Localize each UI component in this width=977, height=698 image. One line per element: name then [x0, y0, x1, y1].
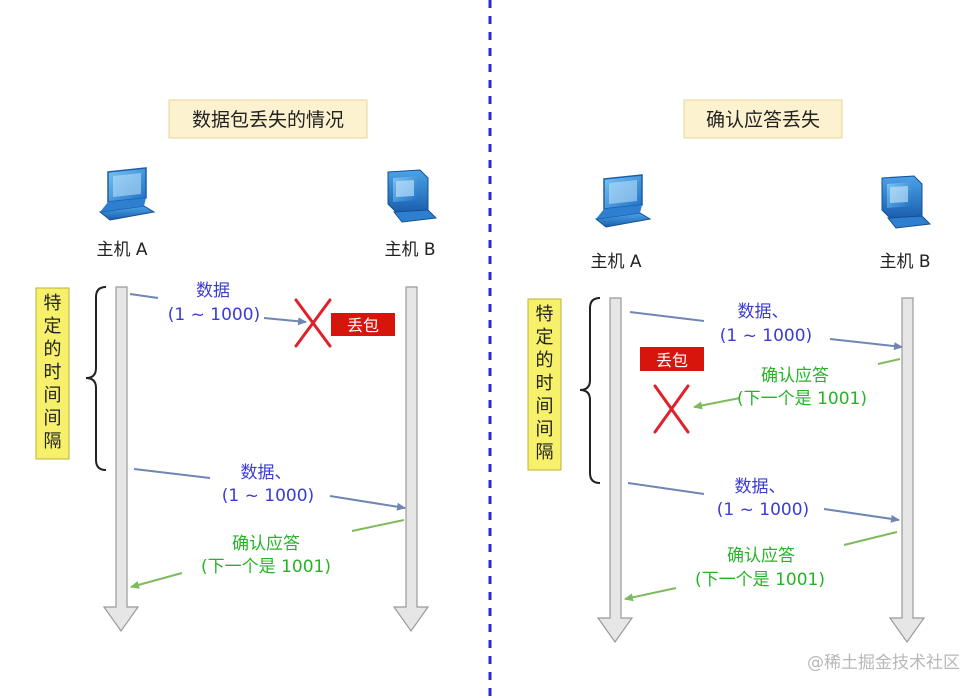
left-ack-label-a: 确认应答 — [232, 534, 300, 554]
right-data-arrow-2b — [823, 508, 900, 523]
right-lost-badge-text: 丢包 — [656, 351, 688, 370]
right-lost-cross-icon — [653, 384, 690, 434]
left-data-arrow-1b — [263, 317, 307, 326]
desktop-icon — [387, 169, 438, 223]
left-title: 数据包丢失的情况 — [192, 109, 344, 131]
right-ack-arrow-2b — [624, 587, 677, 602]
right-ack-label-2b: (下一个是 1001) — [695, 570, 825, 590]
left-note-char: 定 — [44, 316, 62, 337]
left-data-label-2a: 数据、 — [241, 463, 292, 483]
right-note-char: 间 — [536, 419, 554, 440]
left-time-note-text: 特 定 的 时 间 间 隔 — [44, 293, 62, 452]
left-timeline-b — [392, 286, 430, 633]
left-data-arrow-1 — [129, 293, 159, 299]
left-title-box — [168, 99, 368, 139]
right-note-char: 时 — [536, 373, 554, 394]
right-timeline-a — [596, 297, 634, 644]
right-ack-arrow-1a — [877, 358, 901, 365]
left-ack-arrow-a — [351, 519, 405, 532]
left-panel: 数据包丢失的情况 主机 A 主机 B 特 定 的 — [35, 99, 438, 633]
right-data-label-1a: 数据、 — [738, 302, 789, 322]
left-data-label-1b: (1 ~ 1000) — [168, 305, 260, 325]
left-note-char: 时 — [44, 362, 62, 383]
right-note-char: 特 — [536, 304, 554, 325]
left-note-char: 间 — [44, 385, 62, 406]
right-data-arrow-1a — [629, 311, 705, 322]
left-lost-cross-icon — [294, 298, 332, 348]
watermark: @稀土掘金技术社区 — [807, 653, 960, 673]
right-data-arrow-2a — [627, 482, 705, 495]
left-note-char: 间 — [44, 408, 62, 429]
right-note-char: 定 — [536, 327, 554, 348]
left-lost-badge — [331, 313, 395, 336]
right-ack-arrow-2a — [843, 531, 898, 546]
desktop-icon — [881, 175, 932, 229]
laptop-icon — [594, 174, 652, 228]
right-interval-brace — [579, 297, 601, 484]
right-note-char: 的 — [536, 350, 554, 371]
laptop-icon — [98, 167, 156, 221]
right-lost-badge — [640, 347, 704, 371]
left-data-label-2b: (1 ~ 1000) — [222, 486, 314, 506]
right-time-note-box — [527, 298, 562, 471]
left-host-a-label: 主机 A — [96, 240, 147, 260]
right-data-label-2a: 数据、 — [735, 477, 786, 497]
left-timeline-a — [102, 286, 140, 633]
right-host-a-label: 主机 A — [590, 252, 641, 272]
right-timeline-b — [888, 297, 926, 644]
right-title-box — [683, 99, 843, 139]
left-data-arrow-2b — [329, 495, 406, 511]
right-time-note-text: 特 定 的 时 间 间 隔 — [536, 304, 554, 463]
right-title: 确认应答丢失 — [706, 109, 820, 131]
right-host-b-label: 主机 B — [879, 252, 930, 272]
right-ack-arrow-1b — [693, 397, 741, 410]
left-data-arrow-2a — [133, 468, 211, 479]
right-ack-label-2a: 确认应答 — [727, 546, 795, 566]
left-data-label-1a: 数据 — [196, 281, 230, 301]
right-ack-label-1b: (下一个是 1001) — [737, 389, 867, 409]
left-note-char: 的 — [44, 339, 62, 360]
right-ack-label-1a: 确认应答 — [761, 366, 829, 386]
left-host-b-label: 主机 B — [384, 240, 435, 260]
right-data-label-2b: (1 ~ 1000) — [717, 500, 809, 520]
right-panel: 确认应答丢失 主机 A 主机 B 特 定 的 — [527, 99, 932, 644]
left-lost-badge-text: 丢包 — [347, 316, 379, 335]
right-data-label-1b: (1 ~ 1000) — [720, 326, 812, 346]
left-note-char: 特 — [44, 293, 62, 314]
right-note-char: 间 — [536, 396, 554, 417]
left-ack-label-b: (下一个是 1001) — [201, 557, 331, 577]
left-time-note-box — [35, 287, 70, 460]
left-note-char: 隔 — [44, 431, 62, 452]
right-data-arrow-1b — [829, 338, 903, 351]
right-note-char: 隔 — [536, 442, 554, 463]
left-ack-arrow-b — [130, 572, 183, 589]
left-interval-brace — [85, 286, 107, 471]
